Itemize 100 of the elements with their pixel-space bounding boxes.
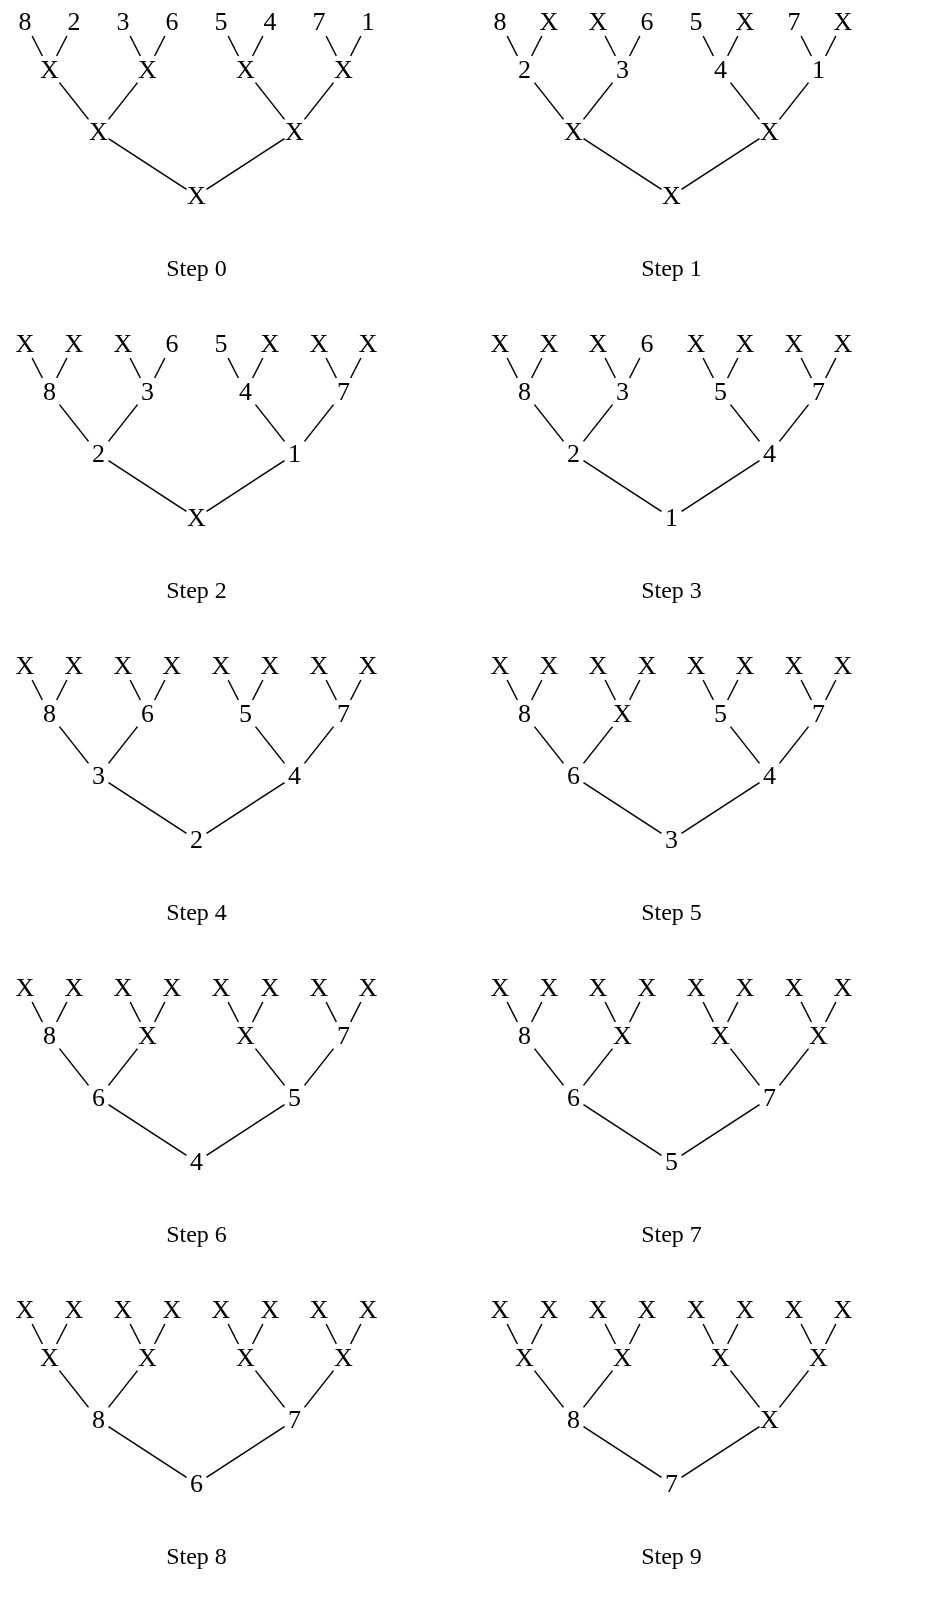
tree-edge [506,1323,519,1345]
tree-node-value: X [333,1344,354,1372]
tree-node-value: X [235,1344,256,1372]
tree-node-value: X [539,974,559,1002]
tree-node-value: X [211,1296,231,1324]
tree-node-value: X [309,1296,329,1324]
tree-node-value: X [186,504,207,532]
tree-node-value: X [833,1296,853,1324]
tree-edge [58,725,90,765]
tree-node-value: 5 [211,8,231,36]
tree-node-value: X [759,1406,780,1434]
tree-edge [824,1323,837,1345]
tree-edge [726,679,739,701]
tree-edge [778,725,810,765]
tree-node-value: X [588,8,608,36]
tree-edge [729,403,761,443]
tree-node-value: 6 [563,762,584,790]
tree-edge [506,35,519,57]
tree-node-value: X [808,1344,829,1372]
tree-node-value: X [162,652,182,680]
tree-edge [506,357,519,379]
tree-edge [107,725,139,765]
tree-node-value: X [588,1296,608,1324]
tree-node-value: X [260,974,280,1002]
tree-node-value: 5 [211,330,231,358]
tree-edge [254,81,286,121]
tree-node-value: X [211,974,231,1002]
tree-node-value: X [358,330,378,358]
tree-edge [530,1001,543,1023]
tree-edge [800,1323,813,1345]
tree-node-value: X [612,700,633,728]
step-caption: Step 2 [165,578,228,602]
tree-node-value: X [358,974,378,1002]
tree-node-value: X [113,1296,133,1324]
tree-edge [778,403,810,443]
tree-edge [254,403,286,443]
tree-node-value: X [637,1296,657,1324]
tree-edge [58,1369,90,1409]
tree-node-value: 7 [333,700,354,728]
tree-edge [129,35,142,57]
tree-node-value: X [661,182,682,210]
tree-node-value: 7 [661,1470,682,1498]
tree-node-value: 8 [563,1406,584,1434]
tree-edge [129,1323,142,1345]
tree-node-value: X [88,118,109,146]
tree-node-value: 8 [514,700,535,728]
tree-node-value: 7 [333,378,354,406]
tree-edge [325,357,338,379]
tree-node-value: X [64,1296,84,1324]
tree-edge [227,1001,240,1023]
tree-node-value: 4 [759,440,780,468]
tree-edge [628,1323,641,1345]
tree-node-value: X [39,56,60,84]
tree-edge [702,35,715,57]
tree-node-value: X [686,652,706,680]
tree-node-value: 8 [88,1406,109,1434]
tree-edge [205,1425,286,1479]
tree-node-value: 5 [284,1084,305,1112]
tree-node-value: X [710,1022,731,1050]
tree-edge [726,1001,739,1023]
tree-edge [582,725,614,765]
tree-edge [58,1047,90,1087]
tree-node-value: X [735,330,755,358]
tree-edge [31,679,44,701]
tree-node-value: X [539,8,559,36]
tree-edge [107,403,139,443]
tree-node-value: X [358,652,378,680]
tree-edge [55,357,68,379]
tree-node-value: X [784,330,804,358]
step-caption: Step 1 [640,256,703,280]
tree-node-value: X [113,974,133,1002]
tree-edge [800,357,813,379]
tree-edge [55,679,68,701]
tree-edge [680,1103,761,1157]
tree-edge [349,1001,362,1023]
tree-node-value: X [588,330,608,358]
tree-node-value: 3 [88,762,109,790]
tree-edge [251,679,264,701]
step-caption: Step 5 [640,900,703,924]
tree-node-value: 1 [284,440,305,468]
tree-edge [533,81,565,121]
tree-node-value: X [833,974,853,1002]
step-caption: Step 0 [165,256,228,280]
tree-edge [729,1369,761,1409]
tree-node-value: X [64,974,84,1002]
tree-edge [628,357,641,379]
tree-edge [582,1103,663,1157]
tree-edge [628,35,641,57]
tree-edge [604,679,617,701]
tree-edge [702,357,715,379]
tree-node-value: X [563,118,584,146]
tree-node-value: X [686,330,706,358]
tree-node-value: 6 [563,1084,584,1112]
tree-node-value: 6 [162,330,182,358]
tree-edge [303,725,335,765]
tree-node-value: 5 [235,700,256,728]
tree-node-value: X [137,1022,158,1050]
tree-node-value: 1 [661,504,682,532]
tree-node-value: X [637,652,657,680]
tree-node-value: X [260,1296,280,1324]
